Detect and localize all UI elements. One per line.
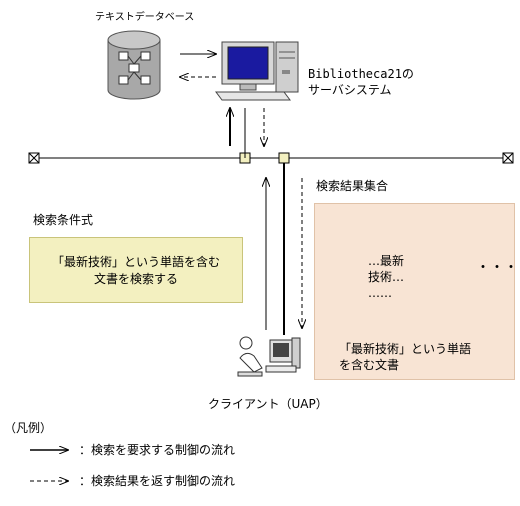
result-caption-line1: 「最新技術」という単語 bbox=[339, 342, 472, 356]
legend-title: （凡例） bbox=[4, 421, 53, 435]
condition-heading: 検索条件式 bbox=[33, 213, 94, 227]
server-computer-icon bbox=[215, 41, 299, 101]
database-icon bbox=[107, 30, 161, 100]
legend-solid-label: ：検索を要求する制御の流れ bbox=[79, 443, 236, 457]
condition-line2: 文書を検索する bbox=[93, 272, 178, 286]
condition-line1: 「最新技術」という単語を含む bbox=[51, 255, 220, 269]
server-label-line1: Bibliotheca21の bbox=[308, 67, 414, 81]
condition-box: 「最新技術」という単語を含む 文書を検索する bbox=[29, 237, 243, 303]
more-documents-ellipsis: ・・・ bbox=[476, 260, 518, 276]
database-label: テキストデータベース bbox=[95, 12, 195, 23]
client-user-icon bbox=[237, 336, 301, 377]
result-heading: 検索結果集合 bbox=[316, 179, 389, 193]
terminator-left-icon bbox=[28, 152, 40, 164]
result-box bbox=[314, 203, 515, 380]
terminator-right-icon bbox=[502, 152, 514, 164]
result-caption-line2: を含む文書 bbox=[339, 358, 400, 372]
network-node-client bbox=[278, 152, 290, 164]
document-text-line3: …… bbox=[368, 286, 392, 300]
document-text-line2: 技術… bbox=[368, 270, 405, 284]
legend-dashed-label: ：検索結果を返す制御の流れ bbox=[79, 474, 236, 488]
server-label-line2: サーバシステム bbox=[308, 83, 392, 97]
client-label: クライアント（UAP） bbox=[208, 397, 328, 411]
document-text-line1: …最新 bbox=[368, 254, 405, 268]
